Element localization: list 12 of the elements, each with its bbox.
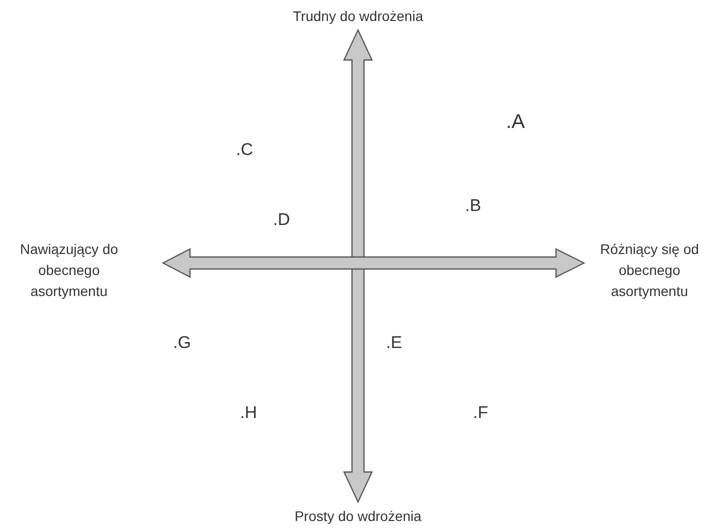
point-label: .D [273,210,291,230]
point-label: .B [465,196,482,216]
point-label: .C [236,140,254,160]
point-label: .E [386,333,404,353]
point-label: .G [173,333,192,353]
axis-label: Trudny do wdrożenia [292,7,424,26]
point-label: .F [473,403,490,423]
point-label: .H [240,403,258,423]
point-label: .A [506,112,526,132]
axis-label: Prosty do wdrożenia [294,507,422,526]
axis-label: Różniący się od obecnego asortymentu [599,240,700,301]
axis-label: Nawiązujący do obecnego asortymentu [18,240,120,301]
